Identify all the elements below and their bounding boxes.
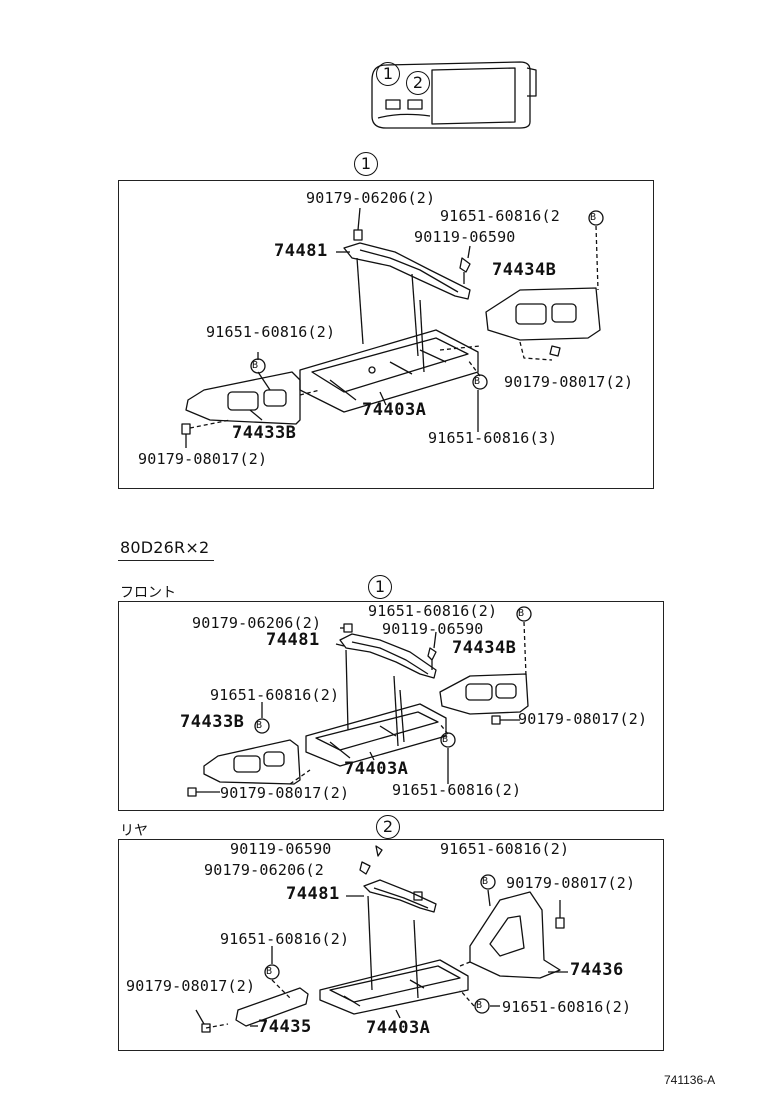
label-74481-rear: 74481	[286, 884, 340, 904]
front-parts	[187, 606, 532, 797]
bolt-marker: B	[266, 966, 273, 977]
bolt-marker: B	[256, 720, 263, 731]
label-74436-rear: 74436	[570, 960, 624, 980]
overview-marker-2: 2	[406, 71, 430, 95]
label-91651-60816-front-top: 91651-60816(2)	[368, 602, 498, 620]
variant-title-underline	[118, 560, 214, 562]
label-90119-06590-front: 90119-06590	[382, 620, 484, 638]
rear-frame	[118, 839, 664, 1051]
label-74434B-front: 74434B	[452, 638, 517, 658]
front-marker: 1	[368, 575, 392, 599]
label-90179-06206-front: 90179-06206(2)	[192, 614, 322, 632]
label-74434B: 74434B	[492, 260, 557, 280]
label-91651-60816-rear-bottom: 91651-60816(2)	[502, 998, 632, 1016]
variant-title: 80D26R×2	[120, 538, 210, 557]
label-91651-60816-left: 91651-60816(2)	[206, 323, 336, 341]
rear-parts	[195, 845, 568, 1033]
bolt-marker: B	[474, 376, 481, 387]
label-74403A: 74403A	[362, 400, 427, 420]
front-frame	[118, 601, 664, 811]
label-74433B-front: 74433B	[180, 712, 245, 732]
bolt-marker: B	[252, 360, 259, 371]
label-90179-08017-right: 90179-08017(2)	[504, 373, 634, 391]
label-74481-front: 74481	[266, 630, 320, 650]
label-74403A-rear: 74403A	[366, 1018, 431, 1038]
bolt-marker: B	[518, 608, 525, 619]
overview-marker-1: 1	[376, 62, 400, 86]
section1-frame	[118, 180, 654, 489]
label-74481: 74481	[274, 241, 328, 261]
label-74433B: 74433B	[232, 423, 297, 443]
diagram-caption: 741136-A	[664, 1073, 716, 1087]
label-90119-06590: 90119-06590	[414, 228, 516, 246]
label-90179-08017-left: 90179-08017(2)	[138, 450, 268, 468]
bolt-marker: B	[590, 212, 597, 223]
label-91651-60816-top: 91651-60816(2	[440, 207, 560, 225]
label-74403A-front: 74403A	[344, 759, 409, 779]
label-91651-60816-rear-topright: 91651-60816(2)	[440, 840, 570, 858]
label-90179-08017-rear-right: 90179-08017(2)	[506, 874, 636, 892]
front-header: フロント	[120, 585, 176, 601]
label-90179-08017-front-right: 90179-08017(2)	[518, 710, 648, 728]
section1-parts	[181, 207, 604, 448]
label-91651-60816-front-bottom: 91651-60816(2)	[392, 781, 522, 799]
label-90179-08017-rear-left: 90179-08017(2)	[126, 977, 256, 995]
section1-marker: 1	[354, 152, 378, 176]
label-90179-06206-rear: 90179-06206(2	[204, 861, 324, 879]
label-91651-60816-3: 91651-60816(3)	[428, 429, 558, 447]
rear-marker: 2	[376, 815, 400, 839]
rear-header: リヤ	[120, 823, 148, 839]
label-91651-60816-front-mid: 91651-60816(2)	[210, 686, 340, 704]
label-90119-06590-rear: 90119-06590	[230, 840, 332, 858]
bolt-marker: B	[482, 876, 489, 887]
label-74435-rear: 74435	[258, 1017, 312, 1037]
bolt-marker: B	[442, 734, 449, 745]
label-90179-08017-front-left: 90179-08017(2)	[220, 784, 350, 802]
bolt-marker: B	[476, 1000, 483, 1011]
label-90179-06206: 90179-06206(2)	[306, 189, 436, 207]
label-91651-60816-rear-mid: 91651-60816(2)	[220, 930, 350, 948]
